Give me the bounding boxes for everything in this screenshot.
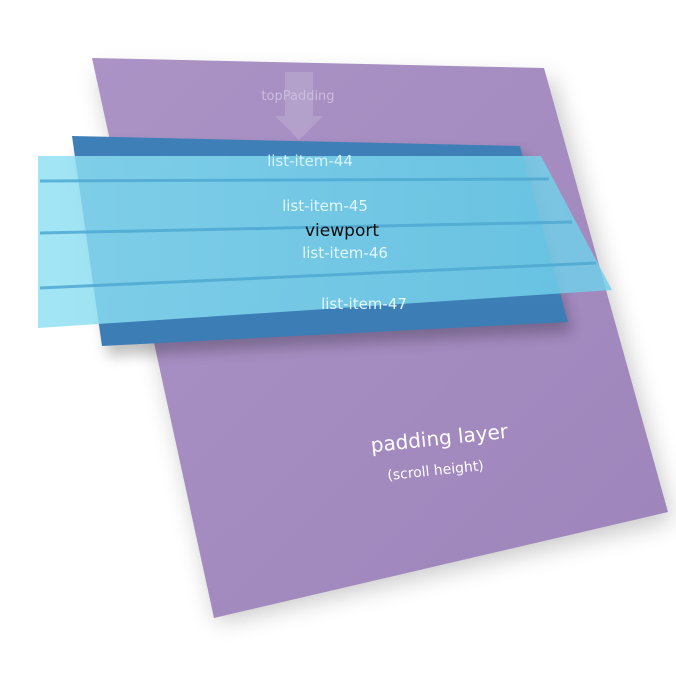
- top-padding-arrow-icon: [275, 72, 323, 140]
- list-item: list-item-44: [267, 152, 353, 170]
- list-item: list-item-45: [282, 197, 368, 215]
- list-item: list-item-46: [302, 244, 388, 262]
- list-item: list-item-47: [321, 295, 407, 313]
- viewport-label: viewport: [305, 221, 379, 241]
- viewport: [38, 156, 612, 328]
- list-separators: [39, 177, 597, 290]
- top-padding-label: topPadding: [261, 89, 334, 104]
